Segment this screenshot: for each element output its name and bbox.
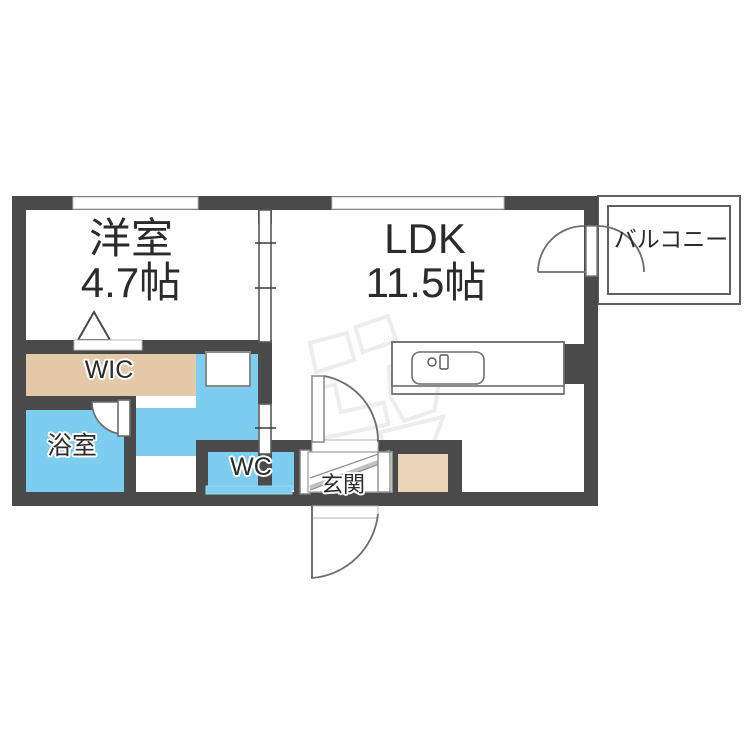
wc-label: WC	[230, 453, 272, 481]
bath-label: 浴室	[46, 432, 97, 460]
window-north-ldk	[331, 196, 505, 210]
bedroom-size-label: 4.7帖	[80, 259, 182, 306]
ldk-alcove	[462, 384, 554, 488]
washing-machine-space	[205, 351, 251, 387]
balcony-label: バルコニー	[613, 226, 729, 252]
balcony-area	[597, 195, 741, 305]
ldk-door	[311, 375, 379, 453]
wic-label: WIC	[84, 356, 134, 384]
entrance-shoebox	[307, 449, 393, 493]
bathroom-door	[91, 399, 131, 437]
entrance-door	[311, 505, 379, 579]
wic-floor	[20, 348, 196, 396]
windows	[72, 196, 505, 210]
entrance-label: 玄関	[320, 472, 365, 497]
window-north-bedroom	[72, 196, 199, 210]
balcony-door	[537, 225, 645, 277]
sliding-partition-washroom	[255, 403, 276, 455]
wc-floor	[206, 452, 294, 490]
kitchen-counter	[391, 341, 565, 395]
ldk-size-label: 11.5帖	[365, 259, 487, 306]
bedroom-door-triangle	[73, 309, 143, 351]
sliding-partition-bedroom	[255, 209, 276, 343]
ldk-label: LDK	[384, 215, 466, 262]
kitchen-sink	[411, 351, 485, 385]
bedroom-label: 洋室	[88, 215, 173, 262]
